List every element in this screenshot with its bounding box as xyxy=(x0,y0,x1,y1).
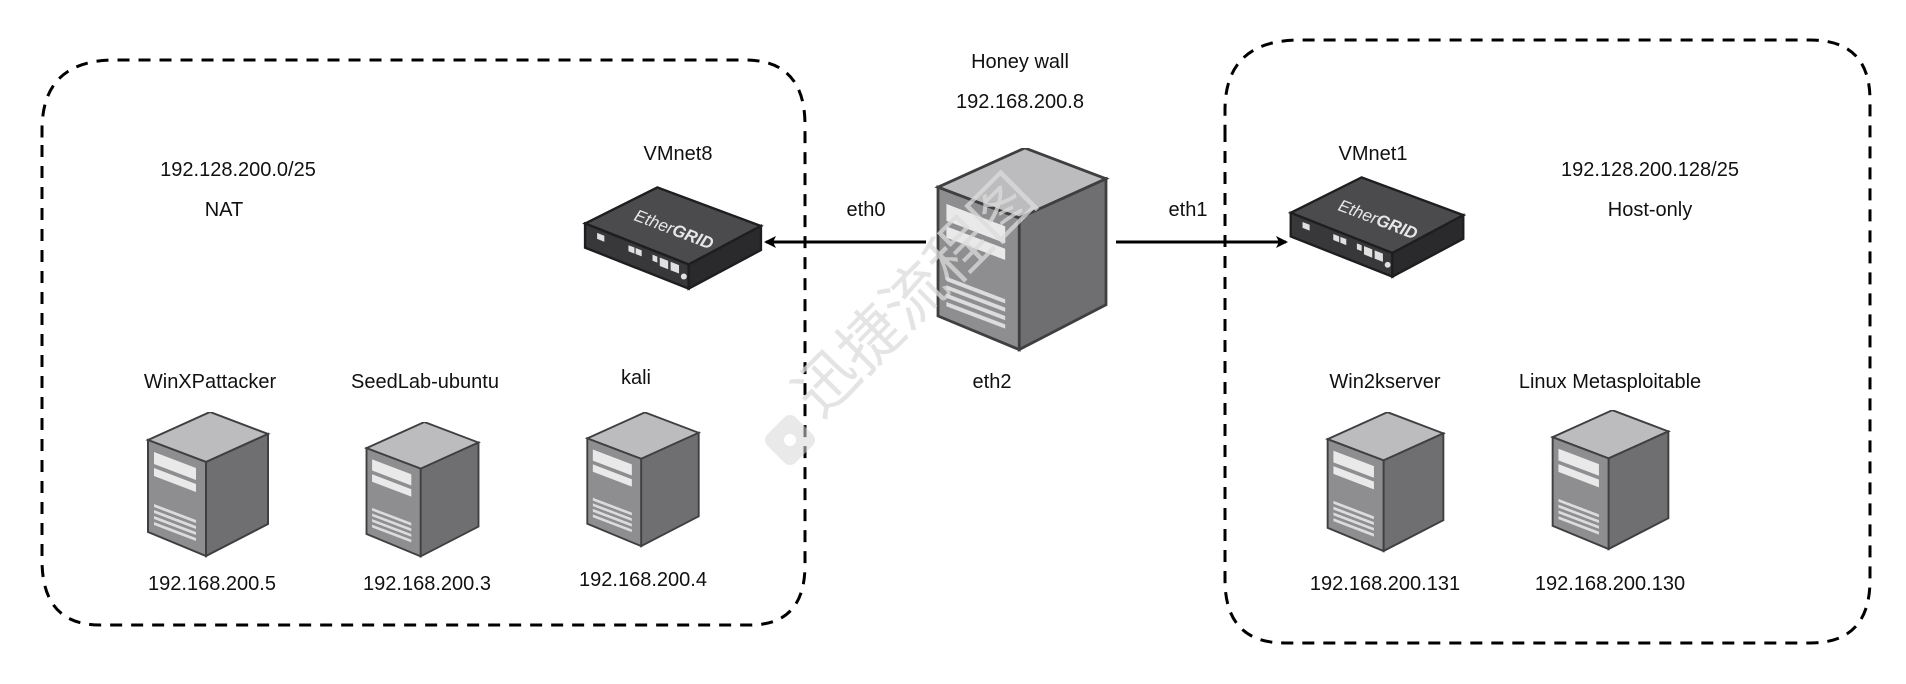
right-network-boundary xyxy=(1223,38,1872,645)
seedlab-ubuntu-server-icon xyxy=(365,422,480,558)
vmnet8-label: VMnet8 xyxy=(643,143,713,165)
eth2-label: eth2 xyxy=(972,371,1012,393)
winxpattacker-name: WinXPattacker xyxy=(143,371,277,393)
honeywall-ip: 192.168.200.8 xyxy=(956,91,1084,113)
right-mode-label: Host-only xyxy=(1607,199,1693,221)
eth0-label: eth0 xyxy=(846,199,886,221)
watermark-logo-icon xyxy=(765,415,815,465)
honeywall-name: Honey wall xyxy=(971,51,1069,73)
left-mode-label: NAT xyxy=(204,199,244,221)
right-subnet-label: 192.128.200.128/25 xyxy=(1561,159,1739,181)
linux-metasploitable-name: Linux Metasploitable xyxy=(1518,371,1702,393)
winxpattacker-server-icon xyxy=(147,412,269,557)
seedlab-ubuntu-name: SeedLab-ubuntu xyxy=(351,371,499,393)
left-subnet-label: 192.128.200.0/25 xyxy=(160,159,316,181)
win2kserver-name: Win2kserver xyxy=(1329,371,1441,393)
win2kserver-server-icon xyxy=(1326,412,1445,553)
seedlab-ubuntu-ip: 192.168.200.3 xyxy=(363,573,491,595)
winxpattacker-ip: 192.168.200.5 xyxy=(148,573,276,595)
linux-metasploitable-ip: 192.168.200.130 xyxy=(1534,573,1686,595)
left-network-boundary xyxy=(40,58,807,627)
win2kserver-ip: 192.168.200.131 xyxy=(1309,573,1461,595)
kali-name: kali xyxy=(620,367,652,389)
vmnet1-label: VMnet1 xyxy=(1338,143,1408,165)
linux-metasploitable-server-icon xyxy=(1551,410,1670,551)
eth1-label: eth1 xyxy=(1168,199,1208,221)
kali-ip: 192.168.200.4 xyxy=(579,569,707,591)
kali-server-icon xyxy=(586,412,700,548)
